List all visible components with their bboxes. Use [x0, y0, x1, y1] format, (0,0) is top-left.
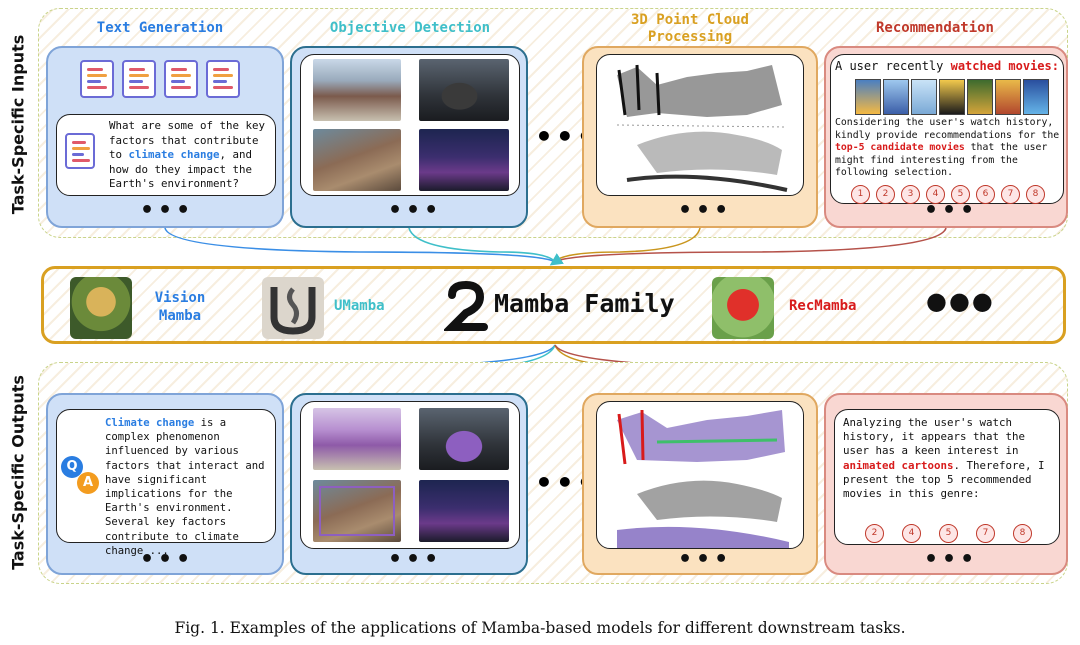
people-detected-photo: [313, 408, 401, 470]
title-text-generation: Text Generation: [96, 20, 224, 36]
document-icon: [206, 60, 240, 98]
arrow-text-gen-in: [164, 227, 556, 263]
option-circle: 7: [1001, 185, 1020, 204]
title-recommendation: Recommendation: [875, 20, 994, 36]
question-badge: Q: [61, 456, 83, 478]
answer-badge: A: [77, 472, 99, 494]
recommendation-prompt: A user recently watched movies: Consider…: [830, 54, 1064, 204]
rec-answer-text: Analyzing the user's watch history, it a…: [843, 416, 1045, 501]
answer-bubble: Q A Climate change is a complex phenomen…: [56, 409, 276, 557]
outputs-side-label: Task-Specific Outputs: [8, 375, 28, 570]
snake-icon: [442, 280, 490, 337]
rec-heading: A user recently watched movies:: [835, 59, 1059, 73]
street-photo: [419, 129, 509, 191]
selected-circle: 4: [902, 524, 921, 543]
text-gen-output-card: Q A Climate change is a complex phenomen…: [46, 393, 284, 575]
point-cloud-input-card: •••: [582, 46, 818, 228]
point-cloud-output-card: •••: [582, 393, 818, 575]
selected-circle: 2: [865, 524, 884, 543]
detection-result-panel: [300, 401, 520, 549]
people-photo: [313, 59, 401, 121]
option-circle: 8: [1026, 185, 1045, 204]
more-dots: •••: [678, 547, 733, 572]
movie-poster: [995, 79, 1021, 115]
more-models-dots: ●●●: [926, 287, 995, 315]
option-circle: 3: [901, 185, 920, 204]
movie-poster: [883, 79, 909, 115]
workers-detected-photo: [313, 480, 401, 542]
document-icon: [80, 60, 114, 98]
more-dots: •••: [388, 547, 443, 572]
umamba-logo: [262, 277, 324, 339]
selected-circle: 8: [1013, 524, 1032, 543]
option-circle: 1: [851, 185, 870, 204]
document-icon: [65, 133, 95, 169]
workers-photo: [313, 129, 401, 191]
movie-poster: [911, 79, 937, 115]
mamba-family-title: Mamba Family: [494, 289, 675, 318]
recmamba-label: RecMamba: [789, 298, 857, 314]
detection-input-card: •••: [290, 46, 528, 228]
umamba-label: UMamba: [334, 298, 385, 314]
recommendation-input-card: A user recently watched movies: Consider…: [824, 46, 1068, 228]
document-icon: [164, 60, 198, 98]
option-circle: 2: [876, 185, 895, 204]
question-bubble: What are some of the key factors that co…: [56, 114, 276, 196]
movie-poster: [855, 79, 881, 115]
selected-circle: 7: [976, 524, 995, 543]
recmamba-logo: [712, 277, 774, 339]
arrow-detection-in: [408, 227, 556, 263]
point-cloud-panel: [596, 54, 804, 196]
street-detected-photo: [419, 480, 509, 542]
recommendation-answer: Analyzing the user's watch history, it a…: [834, 409, 1060, 545]
question-text: What are some of the key factors that co…: [109, 119, 266, 190]
qa-icon: Q A: [61, 456, 101, 496]
option-circle: 4: [926, 185, 945, 204]
recommendation-output-card: Analyzing the user's watch history, it a…: [824, 393, 1068, 575]
movie-poster: [1023, 79, 1049, 115]
document-icon: [122, 60, 156, 98]
option-circle: 5: [951, 185, 970, 204]
text-gen-input-card: What are some of the key factors that co…: [46, 46, 284, 228]
rec-instructions: Considering the user's watch history, ki…: [835, 117, 1060, 178]
detection-output-card: •••: [290, 393, 528, 575]
selected-circle: 5: [939, 524, 958, 543]
movie-poster: [939, 79, 965, 115]
arrow-point-cloud-in: [554, 227, 701, 263]
car-detected-photo: [419, 408, 509, 470]
arrow-rec-in: [549, 227, 947, 266]
point-cloud-image: [616, 64, 788, 192]
more-dots: •••: [140, 547, 195, 572]
detection-image-panel: [300, 54, 520, 196]
figure-caption: Fig. 1. Examples of the applications of …: [174, 619, 906, 637]
vision-mamba-logo: [70, 277, 132, 339]
segmented-point-cloud: [617, 409, 789, 548]
segmented-cloud-panel: [596, 401, 804, 549]
answer-text: Climate change is a complex phenomenon i…: [105, 417, 265, 557]
movie-poster: [967, 79, 993, 115]
option-circle: 6: [976, 185, 995, 204]
more-dots: •••: [924, 547, 979, 572]
car-photo: [419, 59, 509, 121]
title-objective-detection: Objective Detection: [329, 20, 491, 36]
